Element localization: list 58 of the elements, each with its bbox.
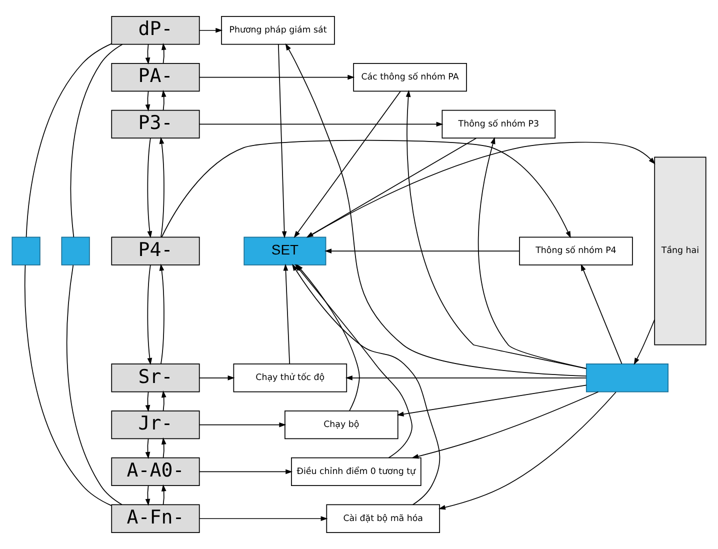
node-box: A-Fn-: [111, 504, 200, 533]
node-box: Điều chỉnh điểm 0 tương tự: [291, 457, 422, 486]
arrow: [278, 44, 287, 238]
arrow: [580, 264, 622, 364]
arrow: [161, 90, 166, 111]
arrow: [159, 264, 164, 364]
arrow: [145, 438, 150, 459]
connector: [66, 264, 122, 506]
node-box: Sr-: [111, 364, 200, 392]
node-box: A-A0-: [111, 457, 200, 486]
node-box: dP-: [111, 16, 200, 45]
node-box: Jr-: [111, 410, 200, 440]
node-box: Phương pháp giám sát: [221, 16, 335, 45]
arrow: [145, 485, 150, 506]
arrow: [198, 375, 235, 380]
arrow: [478, 137, 587, 369]
node-box: Tầng hai: [654, 156, 706, 346]
arrow: [159, 136, 164, 238]
arrow: [396, 384, 587, 416]
arrow: [406, 90, 587, 369]
connector: [26, 43, 112, 238]
arrow: [198, 122, 444, 127]
arrow: [145, 391, 150, 412]
node-box: Chạy thử tốc độ: [233, 364, 348, 392]
node-box: Chạy bộ: [284, 410, 398, 440]
arrow: [283, 264, 290, 364]
node-box: Thông số nhóm P4: [519, 236, 633, 266]
node-box: P3-: [111, 110, 200, 139]
arrow: [285, 43, 587, 377]
arrow: [161, 484, 166, 505]
arrow: [161, 390, 166, 412]
node-box: Các thông số nhóm PA: [353, 62, 467, 92]
arrow: [412, 391, 599, 459]
node-box: Thông số nhóm P3: [442, 110, 556, 139]
arrow: [145, 44, 150, 65]
node-box: [61, 236, 90, 266]
node-box: P4-: [111, 236, 200, 266]
arrow: [634, 319, 655, 365]
arrow: [199, 74, 355, 80]
node-box: Cài đặt bộ mã hóa: [326, 504, 440, 533]
node-box: [12, 236, 40, 266]
arrow: [145, 90, 150, 112]
arrow: [199, 422, 286, 428]
connector: [24, 264, 112, 506]
arrow: [199, 516, 328, 522]
arrow: [199, 28, 223, 33]
arrow: [438, 392, 616, 510]
connector: [70, 44, 123, 238]
arrow: [147, 138, 152, 238]
node-box: SET: [244, 236, 326, 266]
arrow: [161, 437, 166, 458]
arrow: [198, 469, 293, 474]
node-box: [586, 364, 668, 392]
arrow: [147, 264, 152, 365]
arrow: [345, 375, 587, 380]
node-box: PA-: [111, 62, 200, 92]
arrow: [324, 248, 520, 254]
arrow: [161, 43, 166, 64]
